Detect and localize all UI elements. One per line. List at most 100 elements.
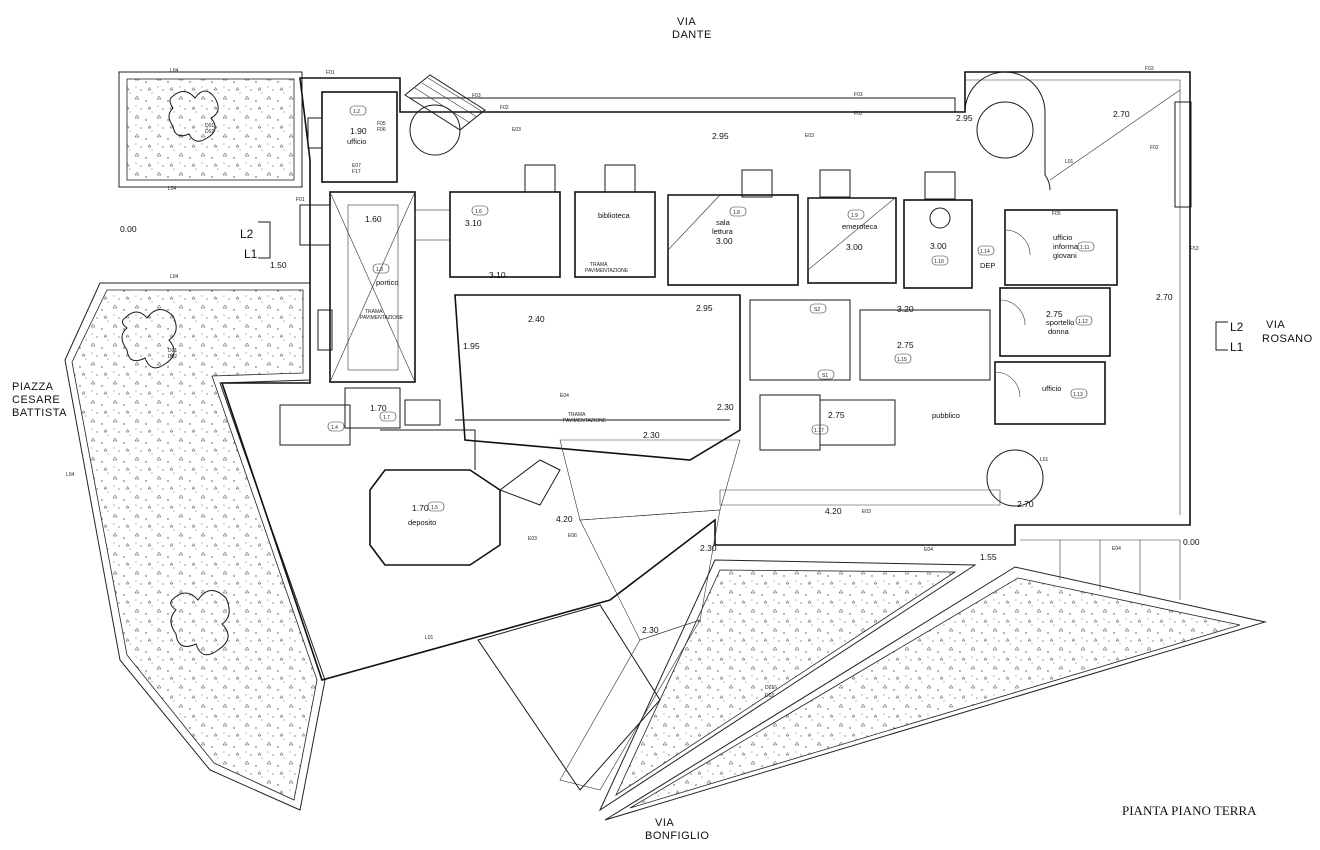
code-d02-c: D02 (168, 354, 177, 360)
room-label-emeroteca: emeroteca (842, 222, 878, 231)
code-e04-right: E04 (1112, 546, 1121, 552)
elevation-3-00-emeroteca: 3.00 (846, 242, 863, 252)
elevation-3-20: 3.20 (897, 304, 914, 314)
section-marker-right: L2 L1 (1215, 320, 1244, 354)
trama-label-3b: PAVIMENTAZIONE (563, 418, 607, 424)
code-e03-top: E03 (512, 127, 521, 133)
code-f03-top: F03 (472, 93, 481, 99)
room-number-1-11: 1.11 (1080, 245, 1090, 251)
room-number-1-5: 1.5 (431, 505, 438, 511)
elevation-3-00-a: 3.00 (930, 241, 947, 251)
street-via-dante-line2: DANTE (672, 29, 712, 41)
room-number-1-3: 1.3 (376, 267, 383, 273)
room-number-1-7: 1.7 (383, 415, 390, 421)
room-label-donna: donna (1048, 327, 1070, 336)
room-number-s1: S1 (822, 373, 828, 379)
room-number-tags: 1.2 1.3 1.4 1.5 1.6 1.7 1.8 1.9 1.10 1.1… (327, 105, 1095, 512)
street-piazza-line2: CESARE (12, 394, 60, 406)
stairs-block (719, 299, 1001, 506)
code-f03-right: F03 (1145, 66, 1154, 72)
code-f01-top: F01 (326, 70, 335, 76)
room-label-sportello: sportello (1046, 318, 1074, 327)
right-offices (994, 209, 1118, 425)
code-e07-top: E07 (352, 163, 361, 169)
elevation-2-30-d: 2.30 (642, 625, 659, 635)
code-f02-top: F02 (500, 105, 509, 111)
code-d01-a: D01 (765, 685, 774, 691)
code-l04-far-left: L04 (66, 472, 75, 478)
section-label-left-l1: L1 (244, 247, 258, 261)
code-f06-top: F06 (377, 127, 386, 133)
small-left-rooms (279, 387, 441, 446)
ufficio-top-room (307, 91, 398, 183)
room-label-lettura: lettura (712, 227, 734, 236)
code-f02-right: F02 (1150, 145, 1159, 151)
code-l01-left: L01 (425, 635, 434, 641)
elevation-labels: 0.00 1.50 1.90 1.60 2.95 2.95 2.70 2.70 … (120, 109, 1200, 635)
room-label-ufficio-top: ufficio (347, 137, 366, 146)
elevation-0-00-right: 0.00 (1183, 537, 1200, 547)
code-f03-mid: F03 (854, 92, 863, 98)
trama-label-2b: PAVIMENTAZIONE (360, 315, 404, 321)
trama-label-2a: TRAMA (365, 309, 383, 315)
elevation-3-00-sala: 3.00 (716, 236, 733, 246)
room-label-sala: sala (716, 218, 731, 227)
elevation-2-75-c: 2.75 (828, 410, 845, 420)
street-via-dante-line1: VIA (677, 16, 696, 28)
elevation-2-95-mid: 2.95 (696, 303, 713, 313)
room-number-1-15: 1.15 (897, 357, 907, 363)
garden-bottom-center (598, 559, 977, 812)
elevation-4-20-a: 4.20 (556, 514, 573, 524)
plan-title: PIANTA PIANO TERRA (1122, 803, 1257, 818)
street-via-rosano-line2: ROSANO (1262, 333, 1313, 345)
component-codes: L04 L04 L04 L04 F01 F01 F03 F02 E03 E03 … (66, 66, 1199, 699)
trama-label-1b: PAVIMENTAZIONE (585, 268, 629, 274)
code-f05-top: F05 (377, 121, 386, 127)
deposito-room (369, 429, 561, 566)
street-via-rosano-line1: VIA (1266, 319, 1285, 331)
central-hall (454, 294, 741, 791)
room-label-portico: portico (376, 278, 399, 287)
section-label-right-l2: L2 (1230, 320, 1244, 334)
elevation-4-20-b: 4.20 (825, 506, 842, 516)
code-e04-bottom: E04 (924, 547, 933, 553)
street-piazza-line1: PIAZZA (12, 381, 54, 393)
code-f02-mid: F02 (854, 111, 863, 117)
section-label-left-l2: L2 (240, 227, 254, 241)
elevation-1-60: 1.60 (365, 214, 382, 224)
room-number-1-17: 1.17 (814, 428, 824, 434)
code-f01-left: F01 (296, 197, 305, 203)
elevation-3-10-a: 3.10 (465, 218, 482, 228)
elevation-1-95: 1.95 (463, 341, 480, 351)
bottom-right-border (1020, 101, 1192, 600)
elevation-2-70-right: 2.70 (1156, 292, 1173, 302)
elevation-2-70-bottom: 2.70 (1017, 499, 1034, 509)
room-label-pubblico: pubblico (932, 411, 960, 420)
garden-left (64, 282, 326, 811)
code-l01-top: L01 (1065, 159, 1074, 165)
garden-top-left (118, 71, 303, 188)
elevation-2-30-c: 2.30 (700, 543, 717, 553)
section-label-right-l1: L1 (1230, 340, 1244, 354)
upper-rooms (449, 164, 973, 289)
room-number-1-12: 1.12 (1078, 319, 1088, 325)
elevation-1-55: 1.55 (980, 552, 997, 562)
code-l04-mid: L04 (168, 186, 177, 192)
garden-bottom-right (604, 566, 1267, 821)
room-number-1-4: 1.4 (331, 425, 338, 431)
code-f17-top: F17 (352, 169, 361, 175)
code-e03-bottom: E03 (862, 509, 871, 515)
room-label-dep: DEP (980, 261, 995, 270)
room-number-1-13: 1.13 (1073, 392, 1083, 398)
code-e04-hall: E04 (560, 393, 569, 399)
trama-label-1a: TRAMA (590, 262, 608, 268)
code-e03-mid: E03 (805, 133, 814, 139)
elevation-2-95-right: 2.95 (956, 113, 973, 123)
room-number-1-10: 1.10 (934, 259, 944, 265)
room-label-ufficio-informa-2: informa (1053, 242, 1079, 251)
room-label-deposito: deposito (408, 518, 436, 527)
elevation-1-90: 1.90 (350, 126, 367, 136)
trama-label-3a: TRAMA (568, 412, 586, 418)
